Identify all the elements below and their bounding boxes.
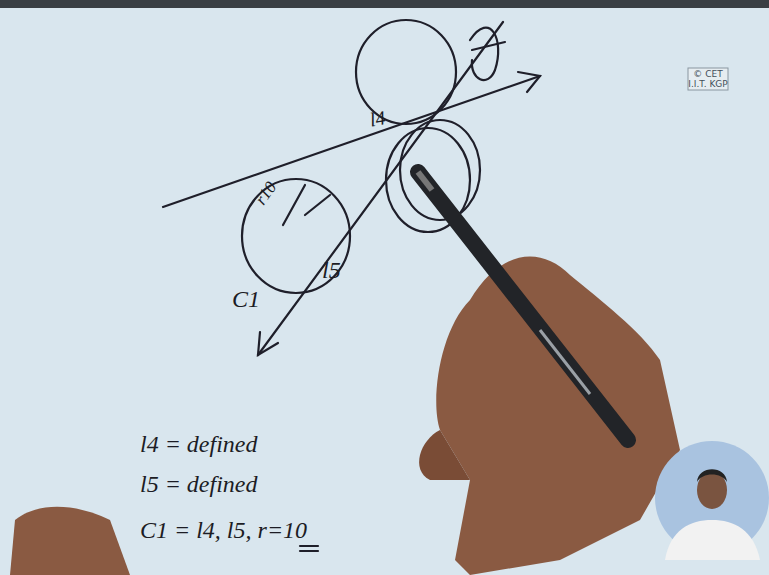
handwritten-label: C1 — [232, 287, 260, 311]
radius-line — [283, 185, 305, 225]
handwritten-label: C1 = l4, l5, r=10 — [140, 518, 307, 542]
pen-tip — [418, 172, 432, 190]
pen — [418, 172, 628, 440]
arrow-head — [518, 72, 540, 92]
watermark: © CET — [688, 69, 728, 79]
hair — [697, 469, 727, 482]
handwritten-label: l4 = defined — [140, 432, 258, 456]
underline — [300, 545, 318, 547]
hand — [10, 172, 680, 575]
frame-edge — [0, 0, 769, 8]
tick — [305, 195, 330, 215]
handwritten-label: l5 = defined — [140, 472, 258, 496]
circle-c1 — [242, 179, 350, 293]
line-l4 — [163, 76, 540, 207]
other-hand — [10, 507, 130, 575]
tick — [472, 42, 505, 50]
finger — [419, 430, 470, 480]
handwritten-label: l5 — [322, 258, 341, 282]
underline — [300, 550, 318, 552]
shirt — [665, 520, 760, 560]
handwritten-label: l4 — [368, 107, 387, 129]
watermark-box — [688, 68, 728, 90]
circle — [470, 28, 498, 80]
hand-skin — [436, 256, 680, 575]
presenter-inset — [655, 441, 769, 560]
watermark: I.I.T. KGP — [688, 79, 728, 89]
pen-clip — [540, 330, 590, 394]
arrow-head — [258, 332, 278, 355]
